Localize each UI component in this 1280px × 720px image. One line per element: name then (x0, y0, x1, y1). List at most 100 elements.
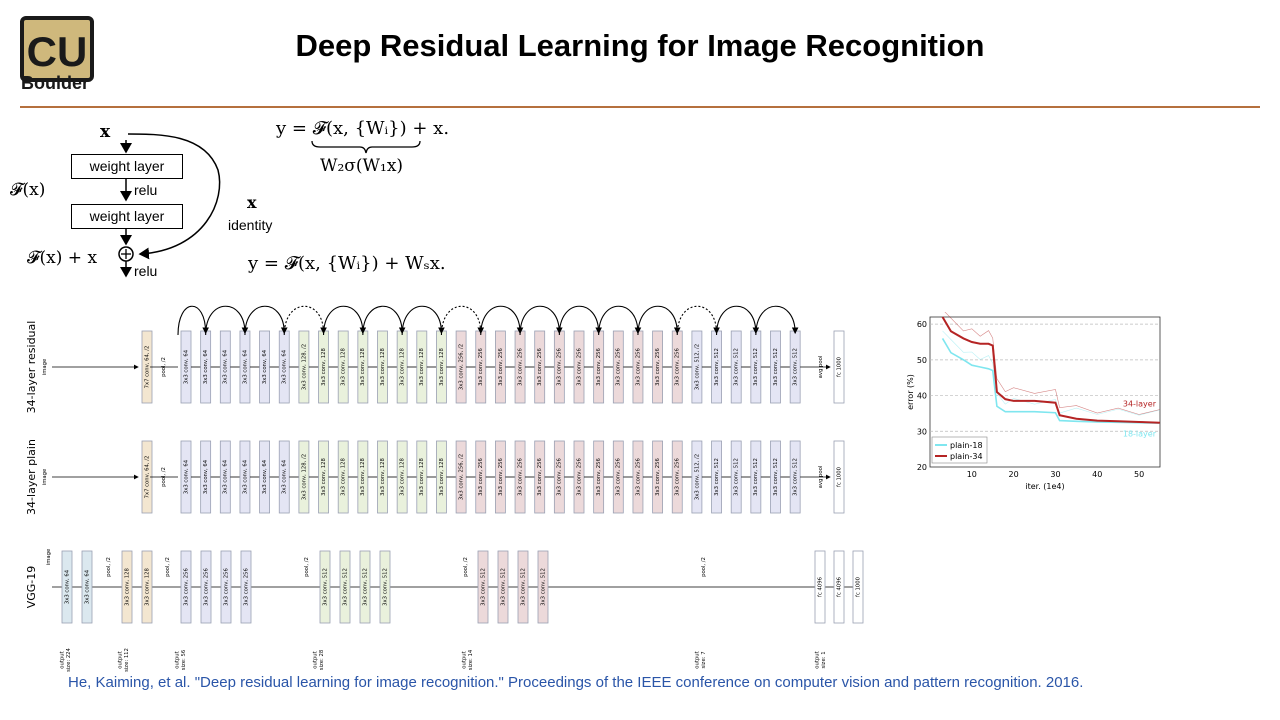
layer-label: 3x3 conv, 256 (616, 458, 622, 496)
title-divider (20, 106, 1260, 108)
y-tick-label: 60 (917, 320, 927, 329)
layer-label: 3x3 conv, 64 (262, 349, 268, 384)
layer-box (497, 550, 509, 624)
series-train-line (944, 312, 1161, 415)
output-size-label: size: 28 (319, 649, 325, 670)
layer-label: fc 1000 (836, 466, 842, 487)
layer-label: 3x3 conv, 512 (540, 568, 546, 606)
layer-label: 3x3 conv, 256 (223, 568, 229, 606)
skip-connection (598, 305, 642, 336)
weight-layer-1: weight layer (71, 154, 183, 179)
series-line (941, 316, 1161, 424)
layer-label: 3x3 conv, 512 (773, 348, 779, 386)
skip-connection (716, 305, 760, 336)
layer-label: 3x3 conv, 128 (380, 348, 386, 386)
skip-connection (401, 305, 445, 336)
x-axis-label: iter. (1e4) (1025, 482, 1064, 491)
layer-label: 3x3 conv, 256 (675, 348, 681, 386)
layer-box (852, 550, 864, 624)
layer-label: 3x3 conv, 64 (183, 349, 189, 384)
layer-label: 3x3 conv, 256 (517, 348, 523, 386)
layer-label: 3x3 conv, 128 (380, 458, 386, 496)
output-size-label: output (462, 651, 468, 668)
logo-text: Boulder (21, 73, 90, 93)
layer-box (61, 550, 73, 624)
equation-2: y = 𝓕(x, {Wᵢ}) + Wₛx. (248, 253, 446, 274)
skip-connection (440, 305, 485, 336)
layer-label: 3x3 conv, 512 (753, 458, 759, 496)
y-tick-label: 50 (917, 356, 927, 365)
annotation-18-layer: 18-layer (1123, 430, 1157, 439)
x-tick-label: 30 (1050, 470, 1060, 479)
annotation-34-layer: 34-layer (1123, 399, 1157, 408)
x-tick-label: 20 (1009, 470, 1019, 479)
layer-label: 3x3 conv, 512, /2 (694, 454, 700, 500)
layer-box (121, 550, 133, 624)
layer-label: 3x3 conv, 128 (439, 348, 445, 386)
layer-box (833, 440, 845, 514)
layer-label: 3x3 conv, 256, /2 (458, 344, 464, 390)
output-size-label: size: 224 (66, 647, 72, 671)
layer-label: 3x3 conv, 256 (243, 568, 249, 606)
layer-label: 3x3 conv, 512 (322, 568, 328, 606)
chart-legend: plain-18 plain-34 (931, 436, 988, 464)
layer-box (200, 550, 212, 624)
output-size-label: output (60, 651, 66, 668)
skip-connection (362, 305, 406, 336)
layer-box (477, 550, 489, 624)
layer-label: 3x3 conv, 512 (362, 568, 368, 606)
output-size-label: output (695, 651, 701, 668)
series-line (941, 338, 1161, 424)
y-tick-label: 20 (917, 463, 927, 472)
layer-label: 3x3 conv, 256 (517, 458, 523, 496)
layer-label: 3x3 conv, 256 (616, 348, 622, 386)
layer-label: 3x3 conv, 256 (576, 348, 582, 386)
page-title: Deep Residual Learning for Image Recogni… (295, 28, 985, 63)
layer-label: 3x3 conv, 128 (400, 348, 406, 386)
equation-1: y = 𝓕(x, {Wᵢ}) + x. (276, 118, 450, 139)
layer-label: fc 1000 (855, 576, 861, 597)
layer-label: 3x3 conv, 128 (341, 458, 347, 496)
layer-label: 3x3 conv, 512, /2 (694, 344, 700, 390)
skip-connection (558, 305, 602, 336)
legend-label: plain-34 (950, 452, 983, 461)
layer-label: 3x3 conv, 256 (576, 458, 582, 496)
equation-1-underbrace: W₂σ(W₁x) (320, 156, 404, 176)
vgg-row-label: VGG-19 (25, 566, 38, 609)
pool-label: pool, /2 (304, 557, 310, 577)
layer-label: 3x3 conv, 128 (439, 458, 445, 496)
layer-label: 3x3 conv, 128 (144, 568, 150, 606)
layer-box (81, 550, 93, 624)
layer-label: 3x3 conv, 128 (341, 348, 347, 386)
series-train-line (942, 330, 1161, 416)
layer-label: 3x3 conv, 64 (282, 459, 288, 494)
layer-label: 3x3 conv, 256 (635, 458, 641, 496)
cu-logo: CU (20, 16, 94, 82)
layer-box (319, 550, 331, 624)
skip-connection (676, 305, 720, 336)
layer-label: 3x3 conv, 512 (500, 568, 506, 606)
layer-label: 3x3 conv, 256 (183, 568, 189, 606)
layer-box (379, 550, 391, 624)
layer-label: 3x3 conv, 256 (537, 348, 543, 386)
skip-connection (283, 305, 327, 336)
block-input-x: x (100, 122, 111, 142)
layer-label: 3x3 conv, 256 (596, 458, 602, 496)
layer-label: 3x3 conv, 64 (223, 459, 229, 494)
skip-connection (323, 305, 367, 336)
skip-connection (755, 305, 799, 336)
y-tick-label: 30 (917, 427, 927, 436)
output-size-label: size: 1 (821, 651, 827, 668)
layer-label: 3x3 conv, 128 (419, 458, 425, 496)
fx-label: 𝓕(x) (10, 180, 46, 200)
layer-box (141, 550, 153, 624)
skip-connection (205, 305, 249, 336)
layer-box (220, 550, 232, 624)
plain-row-label: 34-layer plain (25, 439, 38, 515)
layer-label: 3x3 conv, 256 (203, 568, 209, 606)
legend-label: plain-18 (950, 441, 983, 450)
layer-box (833, 330, 845, 404)
layer-label: 3x3 conv, 128 (124, 568, 130, 606)
output-size-label: output (313, 651, 319, 668)
